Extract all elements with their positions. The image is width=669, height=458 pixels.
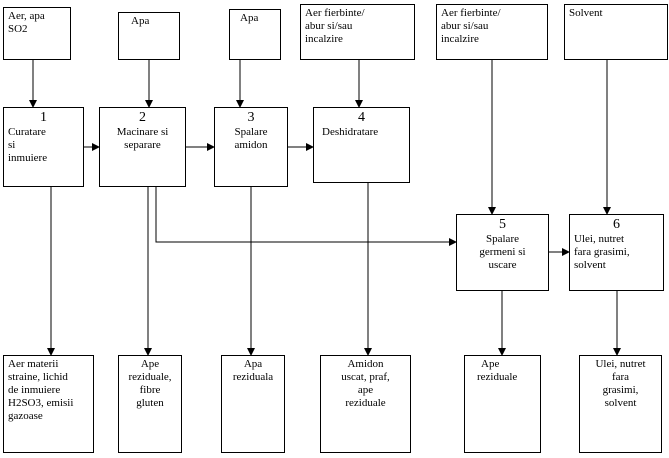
output-text: uscat, praf, xyxy=(341,371,390,383)
output-box-1: Aer materii straine, lichid de inmuiere … xyxy=(3,355,94,453)
output-text: gluten xyxy=(136,397,164,409)
input-text: Apa xyxy=(131,15,150,27)
output-box-5: Ape reziduale xyxy=(464,355,541,453)
input-box-3: Apa xyxy=(229,9,281,60)
step-number: 6 xyxy=(613,217,620,232)
step-number: 4 xyxy=(358,110,365,125)
input-box-5: Aer fierbinte/ abur si/sau incalzire xyxy=(436,4,548,60)
step-text: fara grasimi, xyxy=(574,246,630,258)
output-text: ape xyxy=(357,384,374,396)
step-box-5: 5 Spalare germeni si uscare xyxy=(456,214,549,291)
step-text: solvent xyxy=(574,259,606,271)
step-text: separare xyxy=(124,139,161,151)
input-box-6: Solvent xyxy=(564,4,668,60)
step-text: Spalare xyxy=(234,126,268,138)
output-text: straine, lichid xyxy=(8,371,68,383)
output-text: Amidon xyxy=(347,358,384,370)
input-text: incalzire xyxy=(441,33,479,45)
input-text: abur si/sau xyxy=(305,20,353,32)
step-number: 3 xyxy=(247,110,255,125)
step-box-3: 3 Spalare amidon xyxy=(214,107,288,187)
step-box-4: 4 Deshidratare xyxy=(313,107,410,183)
step-box-1: 1 Curatare si inmuiere xyxy=(3,107,84,187)
input-box-1: Aer, apa SO2 xyxy=(3,7,71,60)
step-text: Ulei, nutret xyxy=(574,233,625,245)
input-text: SO2 xyxy=(8,23,28,35)
output-text: Apa xyxy=(243,358,263,370)
input-box-2: Apa xyxy=(118,12,180,60)
output-text: fara xyxy=(611,371,630,383)
output-text: gazoase xyxy=(8,410,43,422)
step-text: uscare xyxy=(488,259,517,271)
input-text: Apa xyxy=(240,12,259,24)
step-text: amidon xyxy=(234,139,268,151)
input-text: incalzire xyxy=(305,33,343,45)
output-text: grasimi, xyxy=(602,384,639,396)
step-text: Curatare xyxy=(8,126,46,138)
input-text: Aer fierbinte/ xyxy=(305,7,365,19)
step-text: germeni si xyxy=(479,246,526,258)
arrow-step2-step5 xyxy=(155,187,457,246)
step-text: Spalare xyxy=(486,233,519,245)
input-text: Aer, apa xyxy=(8,10,45,22)
input-box-4: Aer fierbinte/ abur si/sau incalzire xyxy=(300,4,415,60)
step-number: 2 xyxy=(139,110,146,125)
output-box-6: Ulei, nutret fara grasimi, solvent xyxy=(579,355,662,453)
output-text: fibre xyxy=(139,384,161,396)
step-number: 1 xyxy=(40,110,47,125)
output-box-4: Amidon uscat, praf, ape reziduale xyxy=(320,355,411,453)
output-text: Ape xyxy=(140,358,160,370)
step-number: 5 xyxy=(499,217,506,232)
output-text: reziduale xyxy=(345,397,386,409)
output-text: de inmuiere xyxy=(8,384,61,396)
step-text: inmuiere xyxy=(8,152,48,164)
output-text: H2SO3, emisii xyxy=(8,397,74,409)
step-text: si xyxy=(8,139,16,151)
step-text: Deshidratare xyxy=(322,126,379,138)
step-box-6: 6 Ulei, nutret fara grasimi, solvent xyxy=(569,214,664,291)
input-text: abur si/sau xyxy=(441,20,489,32)
output-box-3: Apa reziduala xyxy=(221,355,285,453)
output-text: Ape xyxy=(481,358,500,370)
input-text: Solvent xyxy=(569,7,603,19)
output-box-2: Ape reziduale, fibre gluten xyxy=(118,355,182,453)
input-text: Aer fierbinte/ xyxy=(441,7,501,19)
output-text: reziduala xyxy=(232,371,274,383)
step-box-2: 2 Macinare si separare xyxy=(99,107,186,187)
output-text: reziduale xyxy=(477,371,518,383)
output-text: Aer materii xyxy=(8,358,59,370)
step-text: Macinare si xyxy=(116,126,169,138)
output-text: reziduale, xyxy=(128,371,172,383)
output-text: solvent xyxy=(604,397,637,409)
output-text: Ulei, nutret xyxy=(595,358,646,370)
